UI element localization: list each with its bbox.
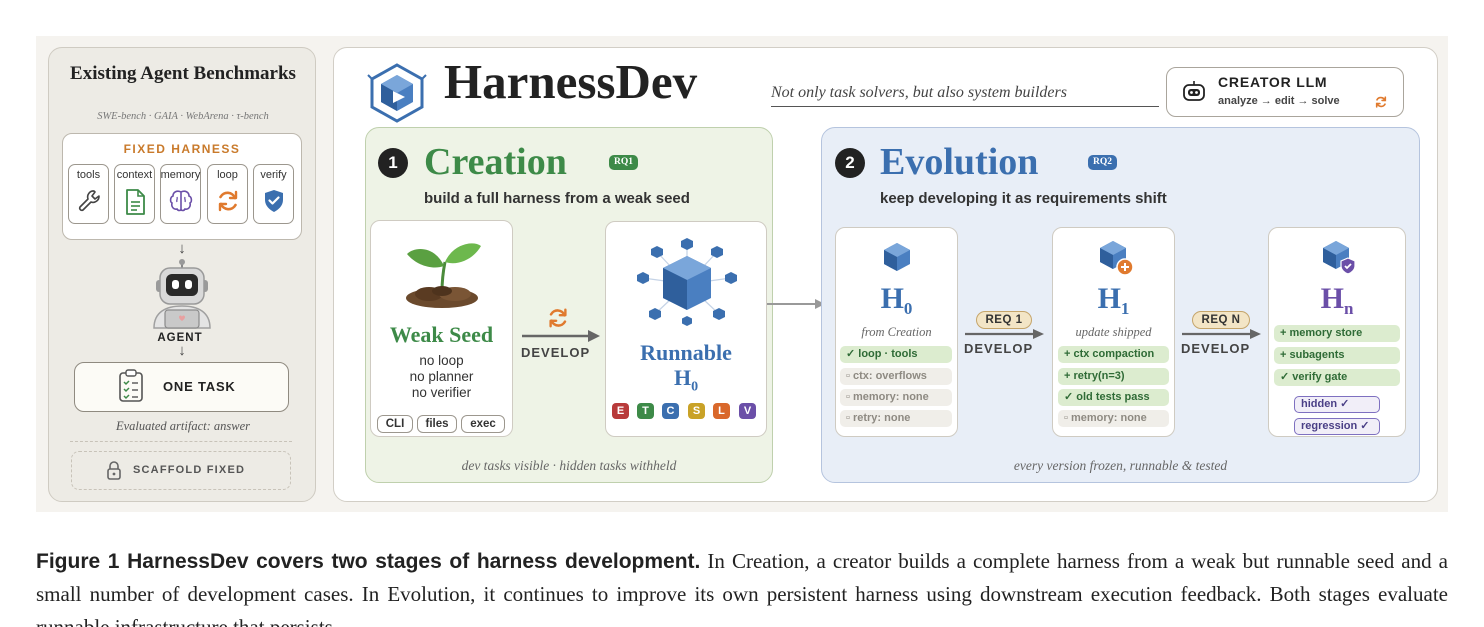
runnable-label: Runnable — [640, 340, 732, 365]
feature-chip: ✓ loop · tools — [840, 346, 952, 363]
weak-seed-title: Weak Seed — [389, 322, 494, 347]
creation-to-evolution-arrow — [767, 297, 827, 316]
fixed-harness-label: FIXED HARNESS — [123, 142, 241, 156]
module-label: context — [116, 169, 153, 181]
seed-feature-line: no planner — [409, 369, 474, 384]
evaluated-artifact-text: Evaluated artifact: answer — [115, 419, 250, 433]
lock-icon — [106, 460, 122, 485]
down-arrow-icon: ↓ — [178, 240, 186, 257]
seed-feature-line: no verifier — [411, 385, 472, 400]
scaffold-fixed-label: SCAFFOLD FIXED — [133, 464, 246, 476]
divider — [70, 441, 292, 442]
evolution-footer: every version frozen, runnable & tested — [1013, 458, 1228, 473]
version-label-hn: Hn — [1320, 282, 1354, 318]
shield-check-icon — [253, 188, 294, 218]
module-label: tools — [76, 169, 101, 181]
creation-heading: Creation — [424, 141, 567, 183]
module-label: memory — [160, 169, 201, 181]
version-label-h1: H1 — [1097, 282, 1130, 318]
loop-icon — [207, 188, 248, 218]
component-badge-v: V — [739, 403, 756, 419]
harness-cube-icon — [633, 238, 741, 335]
scaffold-fixed-box — [71, 451, 291, 490]
component-badge-s: S — [688, 403, 705, 419]
feature-chip: + retry(n=3) — [1058, 368, 1169, 385]
h0-label: H0 — [673, 365, 699, 395]
hidden-check-chip: hidden ✓ — [1294, 396, 1380, 413]
feature-chip: + ctx compaction — [1058, 346, 1169, 363]
rq-badge: RQ2 — [1088, 155, 1117, 170]
checklist-icon — [118, 369, 144, 408]
creator-llm-box — [1166, 67, 1404, 117]
evolution-subtitle: keep developing it as requirements shift — [880, 190, 1167, 207]
robot-agent-icon — [148, 258, 216, 335]
version-note: from Creation — [861, 325, 932, 339]
cube-check-icon — [1320, 239, 1358, 282]
feature-chip: ✓ verify gate — [1274, 369, 1400, 386]
tagline: Not only task solvers, but also system b… — [771, 84, 1067, 101]
tool-pill-exec: exec — [461, 415, 505, 433]
benchmarks-subtitle: SWE-bench · GAIA · WebArena · τ-bench — [97, 111, 269, 122]
feature-chip: ▫ ctx: overflows — [840, 368, 952, 385]
feature-chip: ▫ retry: none — [840, 410, 952, 427]
develop-label: DEVELOP — [1181, 341, 1251, 356]
down-arrow-icon: ↓ — [178, 342, 186, 359]
develop-label: DEVELOP — [964, 341, 1034, 356]
feature-chip: + memory store — [1274, 325, 1400, 342]
agent-label: AGENT — [157, 332, 203, 344]
loop-icon — [546, 306, 570, 335]
caption-lead: Figure 1 HarnessDev covers two stages of… — [36, 550, 701, 573]
develop-label: DEVELOP — [521, 345, 591, 360]
version-label-h0: H0 — [880, 282, 913, 318]
creation-subtitle: build a full harness from a weak seed — [424, 190, 690, 207]
component-badge-e: E — [612, 403, 629, 419]
module-label: loop — [217, 169, 238, 181]
feature-chip: ▫ memory: none — [1058, 410, 1169, 427]
version-note: update shipped — [1075, 325, 1152, 339]
caption-body: In Creation, a creator builds a complete… — [36, 549, 1448, 627]
regression-check-chip: regression ✓ — [1294, 418, 1380, 435]
feature-chip: + subagents — [1274, 347, 1400, 364]
one-task-label: ONE TASK — [163, 379, 236, 394]
rq-badge: RQ1 — [609, 155, 638, 170]
requirement-badge: REQ N — [1192, 311, 1250, 329]
feature-chip: ▫ memory: none — [840, 389, 952, 406]
figure-caption: Figure 1 HarnessDev covers two stages of… — [36, 545, 1448, 627]
wrench-icon — [68, 188, 109, 218]
seed-feature-line: no loop — [419, 353, 464, 368]
creation-footer: dev tasks visible · hidden tasks withhel… — [461, 458, 677, 473]
tool-pill-cli: CLI — [377, 415, 413, 433]
seedling-icon — [399, 236, 485, 321]
runnable-title: Runnable H0 — [605, 340, 767, 399]
feature-chip: ✓ old tests pass — [1058, 389, 1169, 406]
one-task-box — [74, 362, 289, 412]
step-number: 1 — [378, 148, 408, 178]
tool-pill-files: files — [417, 415, 457, 433]
page-title: HarnessDev — [444, 54, 698, 109]
existing-benchmarks-title: Existing Agent Benchmarks — [70, 63, 296, 84]
cube-plus-icon — [1097, 239, 1135, 282]
module-label: verify — [260, 169, 287, 181]
creator-llm-title: CREATOR LLM — [1218, 74, 1328, 90]
loop-icon — [1374, 95, 1388, 114]
requirement-badge: REQ 1 — [976, 311, 1032, 329]
tagline-underline — [771, 106, 1159, 107]
step-number: 2 — [835, 148, 865, 178]
creator-flow-text: analyze → edit → solve — [1218, 95, 1340, 107]
weak-seed-card — [370, 220, 513, 437]
evolution-heading: Evolution — [880, 141, 1039, 183]
brain-icon — [160, 188, 201, 218]
document-icon — [114, 188, 155, 218]
component-badge-c: C — [662, 403, 679, 419]
robot-head-icon — [1182, 80, 1206, 107]
cube-icon — [881, 241, 913, 278]
component-badge-l: L — [713, 403, 730, 419]
component-badge-t: T — [637, 403, 654, 419]
develop-arrow — [965, 327, 1045, 345]
develop-arrow — [522, 329, 600, 348]
harnessdev-logo-icon — [366, 61, 428, 132]
develop-arrow — [1182, 327, 1262, 345]
